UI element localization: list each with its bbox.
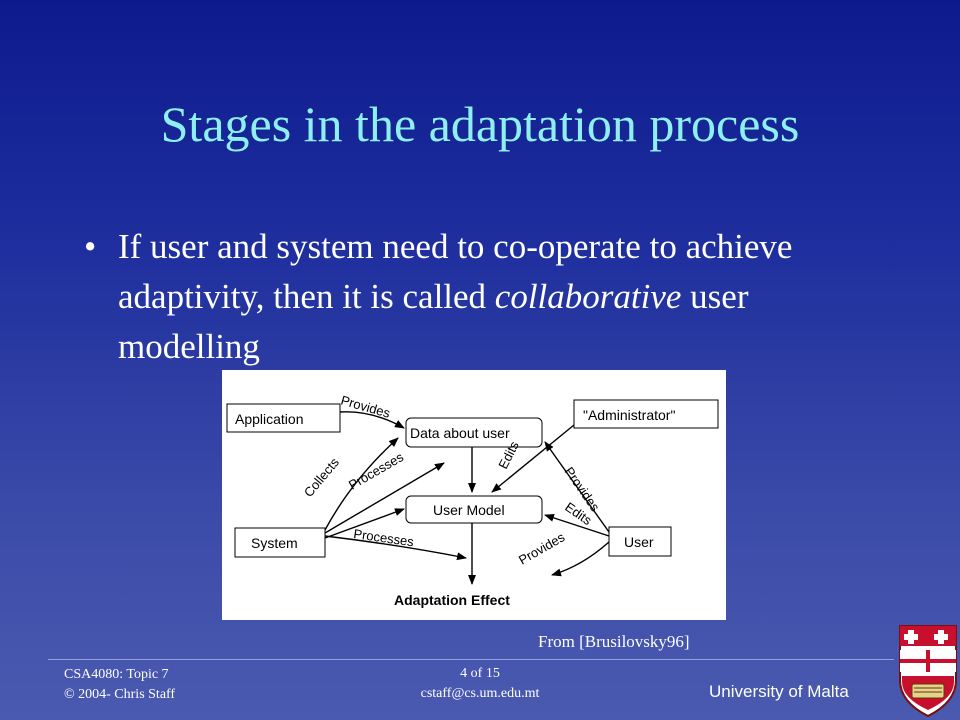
bullet-emphasis: collaborative <box>494 277 682 316</box>
system-box <box>234 527 326 558</box>
application-box-label: Application <box>235 411 304 427</box>
footer-left: CSA4080: Topic 7 © 2004- Chris Staff <box>64 665 175 705</box>
footer-center: 4 of 15 cstaff@cs.um.edu.mt <box>380 664 580 704</box>
edge-label-processes-data: Processes <box>346 449 406 493</box>
arrow-user-to-user-model <box>544 514 610 537</box>
administrator-box-label: "Administrator" <box>583 407 675 423</box>
arrow-administrator-to-user-model <box>491 424 575 493</box>
data-about-user-box-label: Data about user <box>410 425 510 441</box>
diagram-canvas: Application Data about user "Administrat… <box>226 392 719 608</box>
bullet-text: If user and system need to co-operate to… <box>118 222 898 372</box>
edge-label-processes-effect: Processes <box>353 526 416 549</box>
administrator-box <box>573 399 719 429</box>
arrow-system-processes-data <box>324 462 445 534</box>
system-box-label: System <box>251 535 298 551</box>
footer-email: cstaff@cs.um.edu.mt <box>420 686 540 701</box>
edge-label-provides-app: Provides <box>339 392 392 420</box>
user-box-label: User <box>624 534 654 550</box>
footer-divider <box>48 659 894 660</box>
edge-label-provides-user-effect: Provides <box>516 529 568 568</box>
arrow-system-to-user-model <box>324 508 405 539</box>
arrow-application-to-data <box>339 411 405 429</box>
university-crest-icon <box>899 625 957 718</box>
application-box <box>226 403 341 433</box>
footer-course: CSA4080: Topic 7 <box>64 667 169 682</box>
data-about-user-box <box>405 417 543 448</box>
arrow-system-collects <box>324 437 399 531</box>
arrow-user-provides-effect <box>551 541 610 577</box>
adaptation-effect-label: Adaptation Effect <box>394 592 510 608</box>
user-model-box-label: User Model <box>433 502 505 518</box>
edge-label-collects: Collects <box>301 454 343 499</box>
bullet-text-part1: If user and system need to co-operate to… <box>118 227 793 316</box>
user-box <box>608 526 672 557</box>
user-model-box <box>405 495 543 524</box>
arrow-system-processes-effect <box>324 535 467 561</box>
adaptation-diagram: Application Data about user "Administrat… <box>222 370 726 620</box>
source-citation: From [Brusilovsky96] <box>538 632 690 651</box>
bullet-marker: • <box>84 227 97 266</box>
footer-copyright: © 2004- Chris Staff <box>64 687 176 702</box>
slide-title: Stages in the adaptation process <box>160 96 800 152</box>
university-name: University of Malta <box>709 682 849 701</box>
arrow-user-to-data <box>544 441 610 533</box>
page-number: 4 of 15 <box>460 666 500 681</box>
bullet-text-part2: user modelling <box>118 277 749 366</box>
